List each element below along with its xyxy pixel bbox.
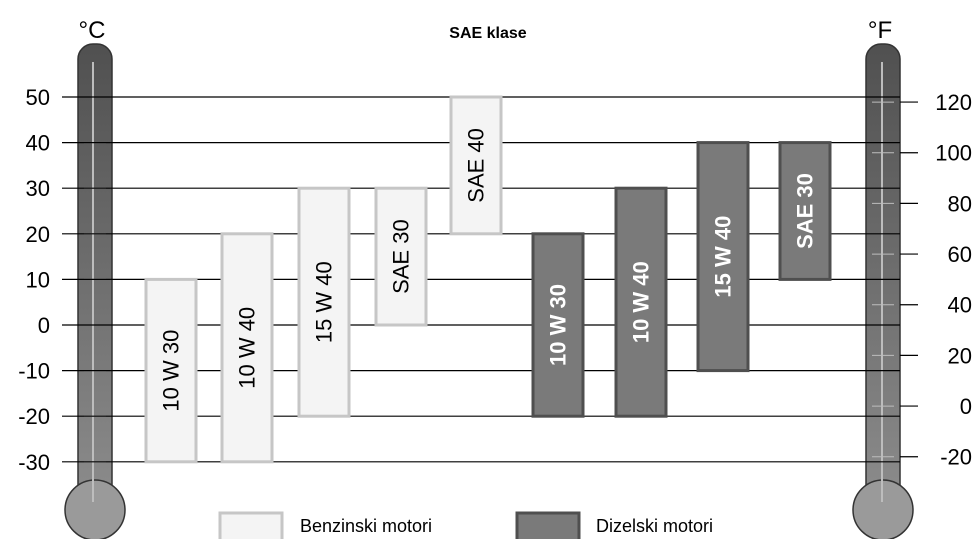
bar-petrol: SAE 40 — [449, 95, 503, 236]
legend-swatch — [218, 511, 284, 539]
y-right-tick-label: 20 — [948, 343, 972, 368]
bar-petrol: 10 W 40 — [220, 232, 274, 464]
y-left-tick-label: 20 — [26, 222, 50, 247]
bar-label: 10 W 30 — [159, 330, 184, 412]
legend-item: Dizelski motori — [515, 511, 713, 539]
bar-rect — [374, 186, 428, 327]
bar-label: 15 W 40 — [711, 216, 736, 298]
bar-label: 10 W 40 — [629, 261, 654, 343]
thermometer-right-icon — [852, 43, 914, 539]
bar-rect — [144, 277, 198, 464]
bar-rect — [531, 232, 585, 418]
bar-petrol: 15 W 40 — [297, 186, 351, 418]
bar-label: SAE 30 — [389, 219, 414, 294]
y-left-tick-label: 40 — [26, 131, 50, 156]
legend-swatch — [515, 511, 581, 539]
bar-diesel: 15 W 40 — [696, 141, 750, 373]
bar-rect — [778, 141, 832, 281]
bar-label: SAE 40 — [464, 128, 489, 203]
y-left-tick-label: -10 — [18, 359, 50, 384]
y-left-tick-label: -20 — [18, 404, 50, 429]
celsius-unit-label: °C — [79, 17, 106, 44]
bar-label: 15 W 40 — [312, 261, 337, 343]
legend-label: Benzinski motori — [300, 516, 432, 536]
bar-rect — [297, 186, 351, 418]
fahrenheit-unit-label: °F — [868, 17, 892, 44]
bar-label: 10 W 40 — [235, 307, 260, 389]
y-right-tick-label: 120 — [935, 90, 972, 115]
bar-diesel: 10 W 30 — [531, 232, 585, 418]
y-right-tick-label: 60 — [948, 242, 972, 267]
legend-item: Benzinski motori — [218, 511, 432, 539]
bar-petrol: 10 W 30 — [144, 277, 198, 464]
bar-label: SAE 30 — [793, 173, 818, 249]
bar-diesel: 10 W 40 — [614, 186, 668, 418]
y-left-tick-label: 50 — [26, 85, 50, 110]
y-right-tick-label: 80 — [948, 191, 972, 216]
y-right-tick-label: 0 — [960, 394, 972, 419]
bar-rect — [614, 186, 668, 418]
y-right-tick-label: 100 — [935, 141, 972, 166]
legend-label: Dizelski motori — [596, 516, 713, 536]
bar-rect — [220, 232, 274, 464]
bar-label: 10 W 30 — [546, 284, 571, 366]
y-left-tick-label: 0 — [38, 313, 50, 338]
y-left-tick-label: 30 — [26, 176, 50, 201]
y-left-tick-label: 10 — [26, 267, 50, 292]
bar-petrol: SAE 30 — [374, 186, 428, 327]
y-right-tick-label: -20 — [940, 445, 972, 470]
y-right-tick-label: 40 — [948, 293, 972, 318]
bar-rect — [696, 141, 750, 373]
bar-diesel: SAE 30 — [778, 141, 832, 281]
thermometer-left-icon — [64, 43, 126, 539]
chart-title: SAE klase — [449, 25, 526, 42]
bar-rect — [449, 95, 503, 236]
y-left-tick-label: -30 — [18, 450, 50, 475]
